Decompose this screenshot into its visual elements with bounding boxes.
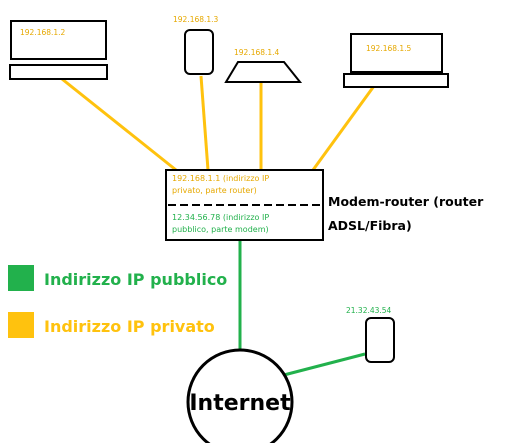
router-public-ip-line2: pubblico, parte modem) (172, 225, 269, 234)
pc-left-ip: 192.168.1.2 (20, 28, 66, 37)
tablet-icon (224, 61, 303, 83)
remote-phone-ip: 21.32.43.54 (346, 306, 392, 315)
public-links (238, 239, 366, 378)
pc-right-icon (343, 33, 449, 88)
private-links (61, 75, 376, 172)
legend-private-swatch (8, 312, 34, 338)
internet-label: Internet (189, 391, 291, 416)
tablet-ip: 192.168.1.4 (234, 48, 280, 57)
remote-phone-icon (365, 317, 395, 363)
legend-public-label: Indirizzo IP pubblico (44, 270, 227, 289)
legend-public-swatch (8, 265, 34, 291)
router-private-ip-line1: 192.168.1.1 (indirizzo IP (172, 174, 269, 183)
legend-private-label: Indirizzo IP privato (44, 317, 215, 336)
router-label-line1: Modem-router (router (328, 194, 484, 209)
internet-globe-icon (186, 348, 294, 443)
link-remote-phone (279, 352, 366, 378)
legend: Indirizzo IP pubblico Indirizzo IP priva… (8, 265, 227, 338)
link-pc-right (311, 85, 376, 171)
link-phone-top (199, 75, 210, 171)
router-public-ip-line1: 12.34.56.78 (indirizzo IP (172, 213, 269, 222)
router-private-ip-line2: privato, parte router) (172, 186, 257, 195)
phone-top-ip: 192.168.1.3 (173, 15, 219, 24)
modem-router-box (165, 169, 324, 241)
router-label-line2: ADSL/Fibra) (328, 218, 412, 233)
phone-top-icon (184, 29, 214, 75)
pc-right-ip: 192.168.1.5 (366, 44, 412, 53)
link-pc-left (61, 77, 177, 172)
pc-left-icon (9, 20, 108, 80)
